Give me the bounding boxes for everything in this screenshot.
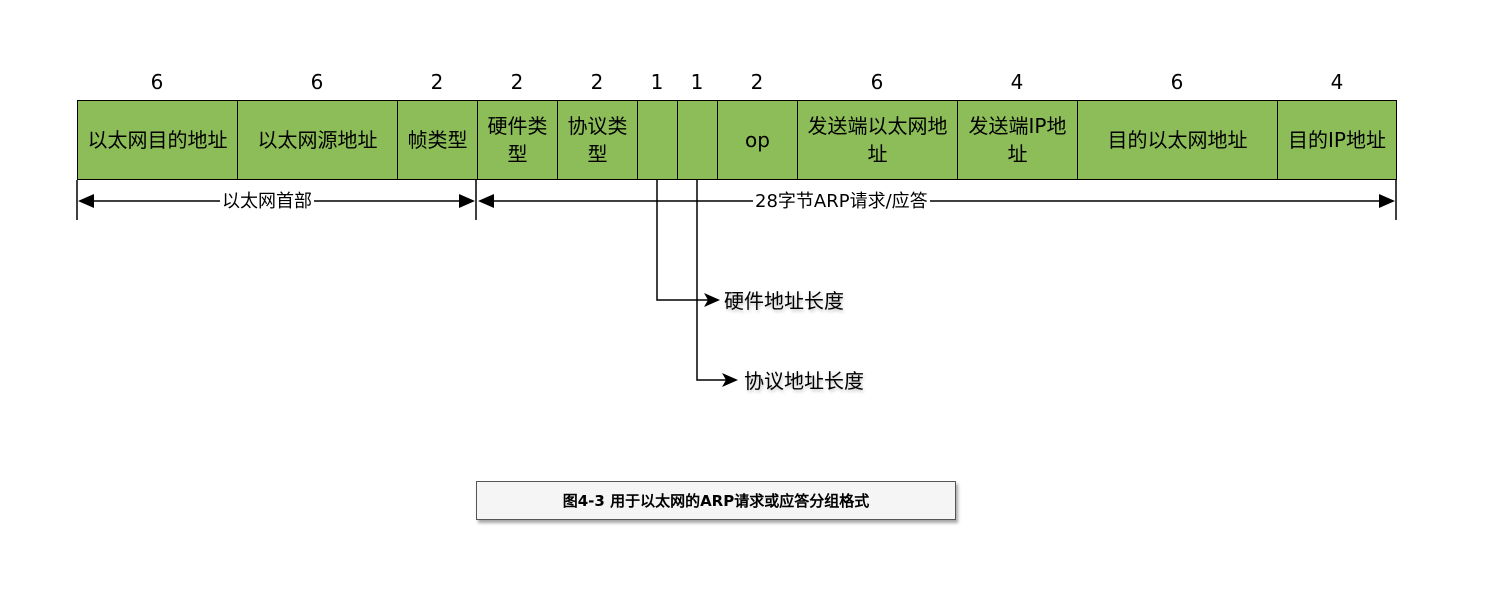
field-label: 目的以太网地址 bbox=[1107, 128, 1248, 152]
hw-len-connector bbox=[656, 180, 710, 301]
size-label-hw-type: 2 bbox=[510, 70, 524, 94]
figure-caption-text: 图4-3 用于以太网的ARP请求或应答分组格式 bbox=[562, 492, 870, 510]
field-label: op bbox=[745, 128, 770, 152]
field-target-eth: 目的以太网地址 bbox=[1077, 100, 1278, 180]
arp-body-arrow-left bbox=[478, 194, 494, 208]
size-label-frame-type: 2 bbox=[430, 70, 444, 94]
arp-body-arrow-right bbox=[1379, 194, 1395, 208]
field-label: 协议类型 bbox=[567, 114, 628, 166]
hw-len-arrowhead bbox=[704, 293, 720, 307]
proto-len-arrowhead bbox=[722, 373, 738, 387]
proto-len-connector bbox=[696, 180, 730, 381]
ethernet-header-arrow-right bbox=[459, 194, 475, 208]
field-eth-src: 以太网源地址 bbox=[237, 100, 398, 180]
field-proto-type: 协议类型 bbox=[557, 100, 638, 180]
figure-caption: 图4-3 用于以太网的ARP请求或应答分组格式 bbox=[476, 481, 956, 520]
size-label-sender-eth: 6 bbox=[870, 70, 884, 94]
field-label: 以太网目的地址 bbox=[87, 128, 228, 152]
ethernet-header-label: 以太网首部 bbox=[220, 189, 314, 215]
size-label-proto-len: 1 bbox=[690, 70, 704, 94]
field-label: 以太网源地址 bbox=[257, 128, 378, 152]
hw-addr-len-label: 硬件地址长度 bbox=[724, 289, 844, 313]
field-hw-type: 硬件类型 bbox=[477, 100, 558, 180]
field-label: 目的IP地址 bbox=[1288, 128, 1386, 152]
size-label-hw-len: 1 bbox=[650, 70, 664, 94]
size-label-sender-ip: 4 bbox=[1010, 70, 1024, 94]
field-label: 发送端以太网地址 bbox=[807, 114, 948, 166]
field-target-ip: 目的IP地址 bbox=[1277, 100, 1397, 180]
field-label: 硬件类型 bbox=[487, 114, 548, 166]
field-proto-len bbox=[677, 100, 718, 180]
field-hw-len bbox=[637, 100, 678, 180]
ethernet-header-arrow-left bbox=[78, 194, 94, 208]
proto-addr-len-label: 协议地址长度 bbox=[744, 369, 864, 393]
field-sender-eth: 发送端以太网地址 bbox=[797, 100, 958, 180]
size-label-op: 2 bbox=[750, 70, 764, 94]
field-frame-type: 帧类型 bbox=[397, 100, 478, 180]
size-label-eth-src: 6 bbox=[310, 70, 324, 94]
field-eth-dst: 以太网目的地址 bbox=[77, 100, 238, 180]
arp-body-label: 28字节ARP请求/应答 bbox=[753, 189, 930, 215]
field-label: 发送端IP地址 bbox=[968, 114, 1067, 166]
field-label: 帧类型 bbox=[407, 128, 468, 152]
size-label-target-ip: 4 bbox=[1330, 70, 1344, 94]
size-label-proto-type: 2 bbox=[590, 70, 604, 94]
size-label-target-eth: 6 bbox=[1170, 70, 1184, 94]
field-op: op bbox=[717, 100, 798, 180]
size-label-eth-dst: 6 bbox=[150, 70, 164, 94]
field-sender-ip: 发送端IP地址 bbox=[957, 100, 1078, 180]
